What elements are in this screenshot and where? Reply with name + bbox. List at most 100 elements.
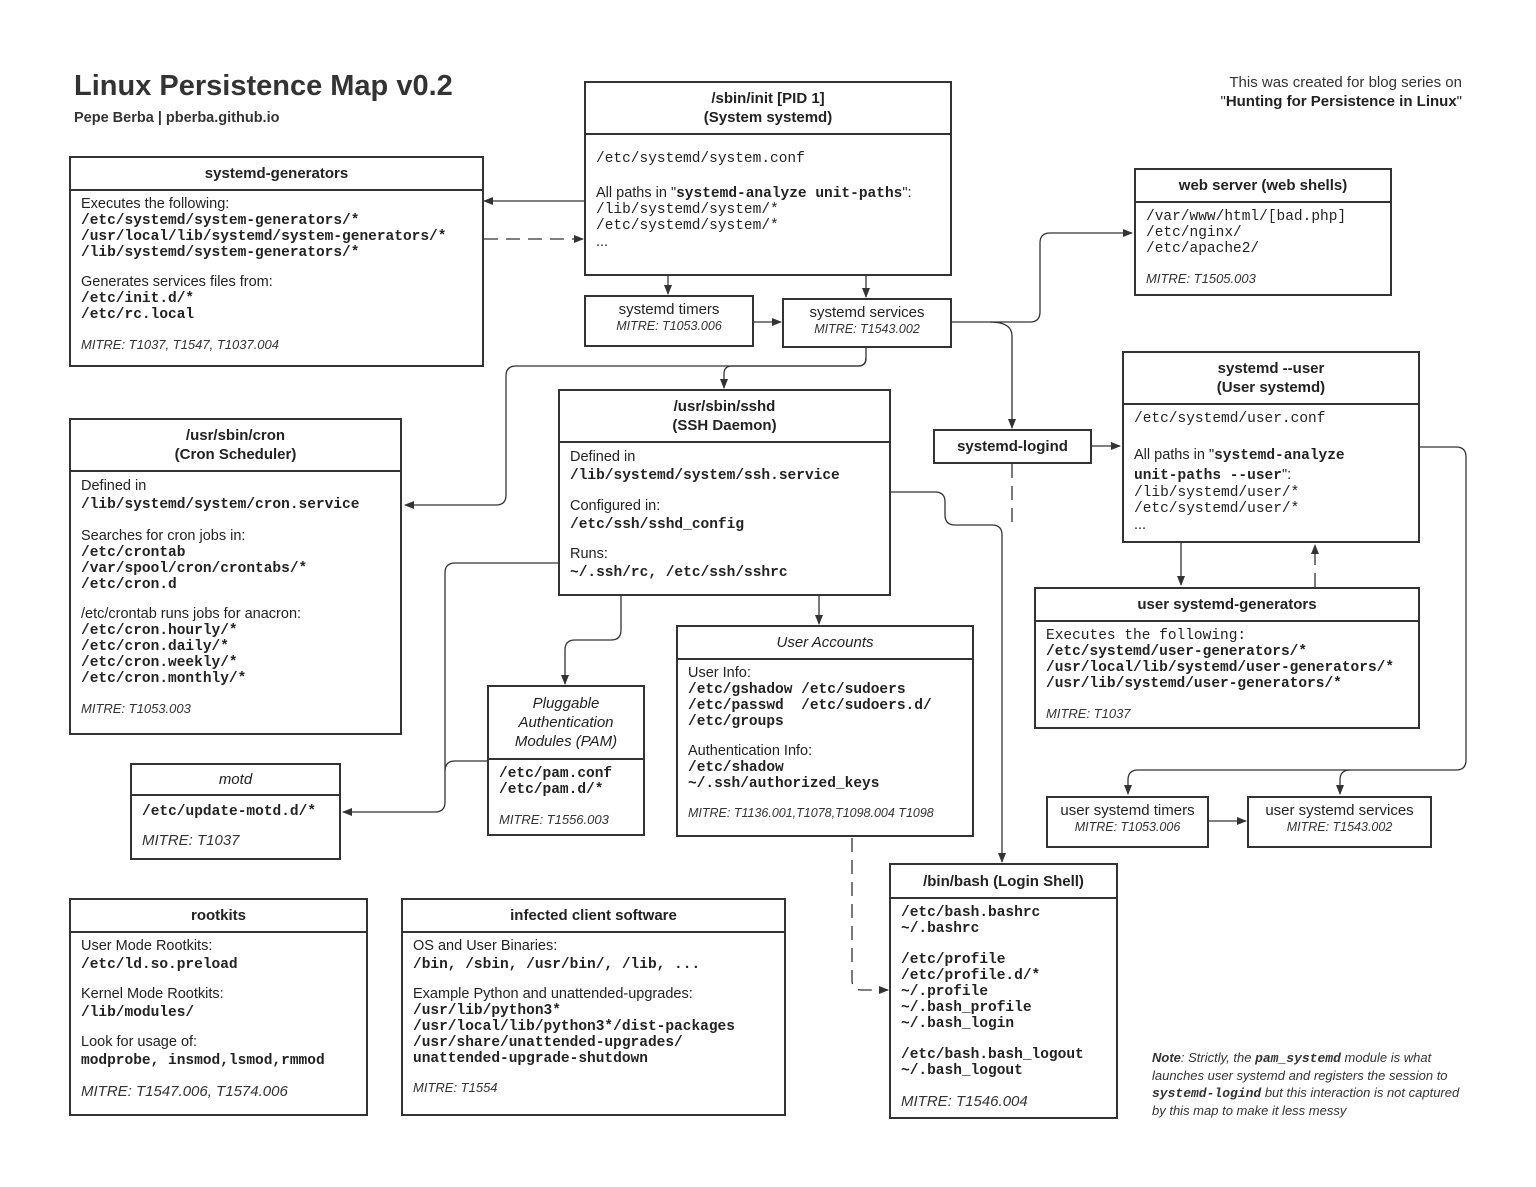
cron-anacron-4: /etc/cron.monthly/* xyxy=(81,671,247,687)
cron-search-2: /var/spool/cron/crontabs/* xyxy=(81,561,308,577)
init-path-2: /etc/systemd/system/* xyxy=(596,218,779,234)
sshd-box: /usr/sbin/sshd(SSH Daemon) Defined in /l… xyxy=(558,389,891,596)
infected-python-2: /usr/local/lib/python3*/dist-packages xyxy=(413,1019,735,1035)
systemd-logind-box: systemd-logind xyxy=(933,429,1092,464)
bash-logout-1: /etc/bash.bash_logout xyxy=(901,1047,1084,1063)
rootkits-look-label: Look for usage of: xyxy=(81,1034,198,1050)
arrow-accounts-to-bash xyxy=(851,838,889,994)
bash-mitre: MITRE: T1546.004 xyxy=(901,1093,1028,1110)
motd-header: motd xyxy=(132,765,339,796)
cron-box: /usr/sbin/cron(Cron Scheduler) Defined i… xyxy=(69,418,402,735)
arrow-services-to-webserver xyxy=(951,229,1133,323)
rootkits-user-label: User Mode Rootkits: xyxy=(81,938,213,954)
init-box: /sbin/init [PID 1](System systemd) /etc/… xyxy=(584,81,952,276)
infected-os-label: OS and User Binaries: xyxy=(413,938,558,954)
generators-path-1: /etc/systemd/system-generators/* xyxy=(81,213,360,229)
accounts-info-label: User Info: xyxy=(688,665,751,681)
user-generators-header: user systemd-generators xyxy=(1036,589,1418,622)
pam-path-2: /etc/pam.d/* xyxy=(499,782,604,798)
page-title: Linux Persistence Map v0.2 xyxy=(74,70,453,102)
arrow-user-systemd-to-user-services xyxy=(1336,769,1351,795)
infected-software-box: infected client software OS and User Bin… xyxy=(401,898,786,1116)
user-generators-mitre: MITRE: T1037 xyxy=(1046,706,1131,721)
bash-logout-2: ~/.bash_logout xyxy=(901,1063,1023,1079)
motd-path: /etc/update-motd.d/* xyxy=(142,804,317,820)
pam-path-1: /etc/pam.conf xyxy=(499,766,613,782)
accounts-auth-1: /etc/shadow xyxy=(688,760,784,776)
cron-search-1: /etc/crontab xyxy=(81,545,186,561)
systemd-generators-box: systemd-generators Executes the followin… xyxy=(69,156,484,367)
init-header: /sbin/init [PID 1](System systemd) xyxy=(586,83,950,135)
generators-mitre: MITRE: T1037, T1547, T1037.004 xyxy=(81,337,279,352)
user-services-label: user systemd services xyxy=(1265,802,1414,819)
sshd-runs-path: ~/.ssh/rc, /etc/ssh/sshrc xyxy=(570,565,788,581)
user-timers-label: user systemd timers xyxy=(1060,802,1195,819)
rootkits-header: rootkits xyxy=(71,900,366,933)
bash-profile-2: /etc/profile.d/* xyxy=(901,968,1041,984)
bash-profile-5: ~/.bash_login xyxy=(901,1016,1015,1032)
footnote-label: Note xyxy=(1152,1050,1181,1065)
user-systemd-box: systemd --user(User systemd) /etc/system… xyxy=(1122,351,1420,543)
infected-python-1: /usr/lib/python3* xyxy=(413,1003,561,1019)
arrow-user-systemd-to-user-timers xyxy=(1124,446,1467,795)
infected-mitre: MITRE: T1554 xyxy=(413,1080,498,1095)
generators-exec-label: Executes the following: xyxy=(81,196,230,212)
cron-service-path: /lib/systemd/system/cron.service xyxy=(81,497,360,513)
accounts-auth-2: ~/.ssh/authorized_keys xyxy=(688,776,880,792)
user-systemd-path-1: /lib/systemd/user/* xyxy=(1134,485,1300,501)
webserver-mitre: MITRE: T1505.003 xyxy=(1146,271,1256,286)
rootkits-mitre: MITRE: T1547.006, T1574.006 xyxy=(81,1083,288,1100)
user-generators-box: user systemd-generators Executes the fol… xyxy=(1034,587,1420,729)
accounts-auth-label: Authentication Info: xyxy=(688,743,813,759)
rootkits-look-cmds: modprobe, insmod,lsmod,rmmod xyxy=(81,1053,325,1069)
infected-python-label: Example Python and unattended-upgrades: xyxy=(413,986,693,1002)
bash-rc-2: ~/.bashrc xyxy=(901,921,980,937)
arrow-sshd-to-bash xyxy=(890,491,1006,863)
infected-header: infected client software xyxy=(403,900,784,933)
accounts-info-3: /etc/groups xyxy=(688,714,784,730)
generators-path-3: /lib/systemd/system-generators/* xyxy=(81,245,360,261)
timers-label: systemd timers xyxy=(618,301,720,318)
arrow-services-to-logind xyxy=(989,321,1016,429)
sshd-header: /usr/sbin/sshd(SSH Daemon) xyxy=(560,391,889,443)
page-subtitle: Pepe Berba | pberba.github.io xyxy=(74,110,280,126)
infected-python-3: /usr/share/unattended-upgrades/ xyxy=(413,1035,683,1051)
generators-source-2: /etc/rc.local xyxy=(81,307,195,323)
webserver-path-2: /etc/nginx/ xyxy=(1146,225,1242,241)
bash-profile-3: ~/.profile xyxy=(901,984,989,1000)
cron-anacron-2: /etc/cron.daily/* xyxy=(81,639,229,655)
arrow-sshd-to-motd xyxy=(342,562,559,816)
cron-mitre: MITRE: T1053.003 xyxy=(81,701,191,716)
cron-search-3: /etc/cron.d xyxy=(81,577,177,593)
webserver-path-1: /var/www/html/[bad.php] xyxy=(1146,209,1347,225)
rootkits-kernel-label: Kernel Mode Rootkits: xyxy=(81,986,224,1002)
blog-note: This was created for blog series on "Hun… xyxy=(1220,73,1462,111)
motd-box: motd /etc/update-motd.d/* MITRE: T1037 xyxy=(130,763,341,860)
user-accounts-box: User Accounts User Info: /etc/gshadow /e… xyxy=(676,625,974,837)
user-generators-path-1: /etc/systemd/user-generators/* xyxy=(1046,644,1308,660)
webserver-path-3: /etc/apache2/ xyxy=(1146,241,1260,257)
systemd-services-box: systemd services MITRE: T1543.002 xyxy=(782,298,952,348)
services-mitre: MITRE: T1543.002 xyxy=(814,322,920,336)
bash-profile-4: ~/.bash_profile xyxy=(901,1000,1032,1016)
timers-mitre: MITRE: T1053.006 xyxy=(616,319,722,333)
rootkits-kernel-path: /lib/modules/ xyxy=(81,1005,195,1021)
bash-box: /bin/bash (Login Shell) /etc/bash.bashrc… xyxy=(889,863,1118,1119)
init-more: ... xyxy=(596,234,609,250)
line-pam-to-motd xyxy=(444,760,487,772)
motd-mitre: MITRE: T1037 xyxy=(142,832,240,849)
user-generators-path-2: /usr/local/lib/systemd/user-generators/* xyxy=(1046,660,1395,676)
user-timers-box: user systemd timers MITRE: T1053.006 xyxy=(1046,796,1209,848)
rootkits-user-path: /etc/ld.so.preload xyxy=(81,957,238,973)
systemd-timers-box: systemd timers MITRE: T1053.006 xyxy=(584,295,754,347)
user-systemd-path-2: /etc/systemd/user/* xyxy=(1134,501,1300,517)
bash-profile-1: /etc/profile xyxy=(901,952,1006,968)
arrow-sshd-to-pam xyxy=(561,596,622,685)
user-generators-path-3: /usr/lib/systemd/user-generators/* xyxy=(1046,676,1342,692)
webserver-box: web server (web shells) /var/www/html/[b… xyxy=(1134,168,1392,296)
footnote: Note: Strictly, the pam_systemd module i… xyxy=(1152,1050,1460,1118)
webserver-header: web server (web shells) xyxy=(1136,170,1390,203)
cron-anacron-1: /etc/cron.hourly/* xyxy=(81,623,238,639)
